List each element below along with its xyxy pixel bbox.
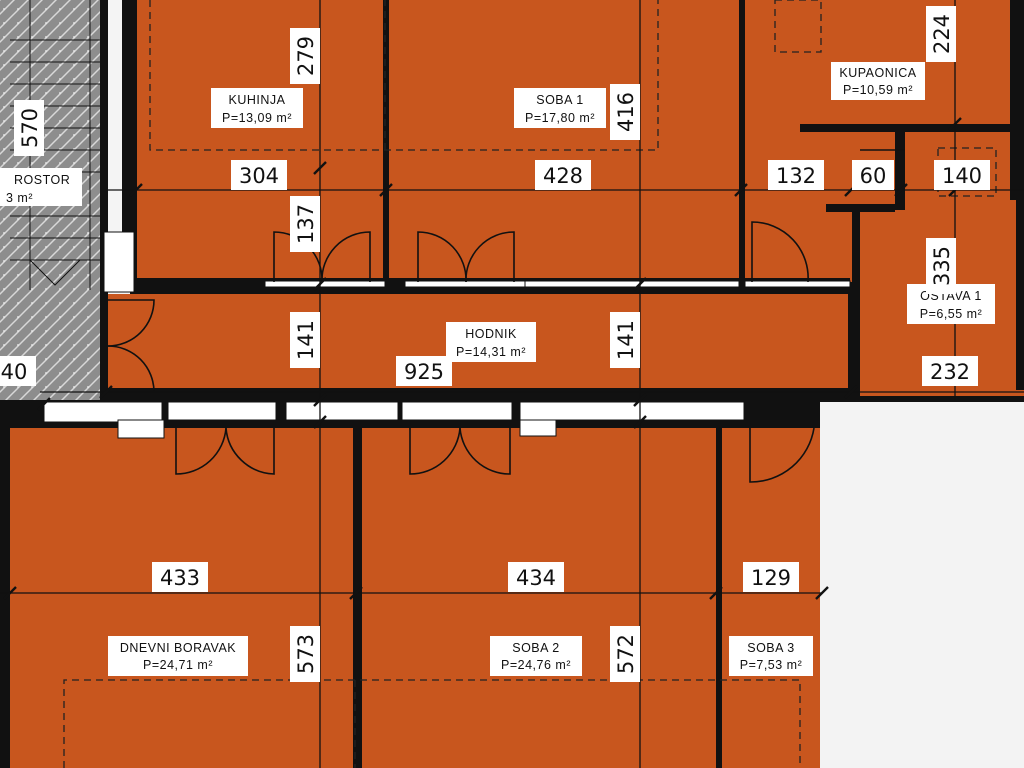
dim-137: 137 (294, 204, 318, 244)
hodnik-name: HODNIK (465, 327, 517, 341)
dim-141-left: 141 (294, 320, 318, 360)
openings (43, 231, 851, 439)
dim-572: 572 (614, 634, 638, 674)
kupaonica-name: KUPAONICA (839, 66, 916, 80)
prostor-area: 3 m² (6, 191, 33, 205)
hodnik-area: P=14,31 m² (456, 345, 526, 359)
dim-40: 40 (1, 360, 28, 384)
dim-573: 573 (294, 634, 318, 674)
dim-232: 232 (930, 360, 970, 384)
dnevni-name: DNEVNI BORAVAK (120, 641, 236, 655)
soba2-name: SOBA 2 (512, 641, 559, 655)
dim-428: 428 (543, 164, 583, 188)
dim-335: 335 (930, 246, 954, 286)
dim-570: 570 (18, 108, 42, 148)
soba3-area: P=7,53 m² (740, 658, 803, 672)
prostor-label-bg (0, 168, 82, 206)
dim-433: 433 (160, 566, 200, 590)
dim-434: 434 (516, 566, 556, 590)
dim-132: 132 (776, 164, 816, 188)
dim-129: 129 (751, 566, 791, 590)
horizontal-dimensions: 304 428 132 60 140 925 232 40 433 434 12… (0, 160, 990, 592)
kuhinja-area: P=13,09 m² (222, 111, 292, 125)
prostor-name: ROSTOR (14, 173, 70, 187)
dnevni-area: P=24,71 m² (143, 658, 213, 672)
dim-304: 304 (239, 164, 279, 188)
ostava1-area: P=6,55 m² (920, 307, 983, 321)
dim-224: 224 (930, 14, 954, 54)
kupaonica-area: P=10,59 m² (843, 83, 913, 97)
soba1-name: SOBA 1 (536, 93, 583, 107)
soba1-area: P=17,80 m² (525, 111, 595, 125)
dim-279: 279 (294, 36, 318, 76)
dimension-ticks (3, 117, 962, 600)
soba3-name: SOBA 3 (747, 641, 794, 655)
vertical-dimensions: 279 416 224 570 137 141 141 335 573 572 (14, 6, 956, 682)
dashed-lines (63, 0, 997, 768)
exterior-area (820, 400, 1024, 768)
dim-141-right: 141 (614, 320, 638, 360)
doors (107, 149, 905, 483)
kuhinja-name: KUHINJA (229, 93, 286, 107)
dim-925: 925 (404, 360, 444, 384)
dim-60: 60 (860, 164, 887, 188)
room-labels: KUHINJA P=13,09 m² SOBA 1 P=17,80 m² KUP… (6, 62, 995, 676)
dim-140: 140 (942, 164, 982, 188)
dim-416: 416 (614, 92, 638, 132)
soba2-area: P=24,76 m² (501, 658, 571, 672)
